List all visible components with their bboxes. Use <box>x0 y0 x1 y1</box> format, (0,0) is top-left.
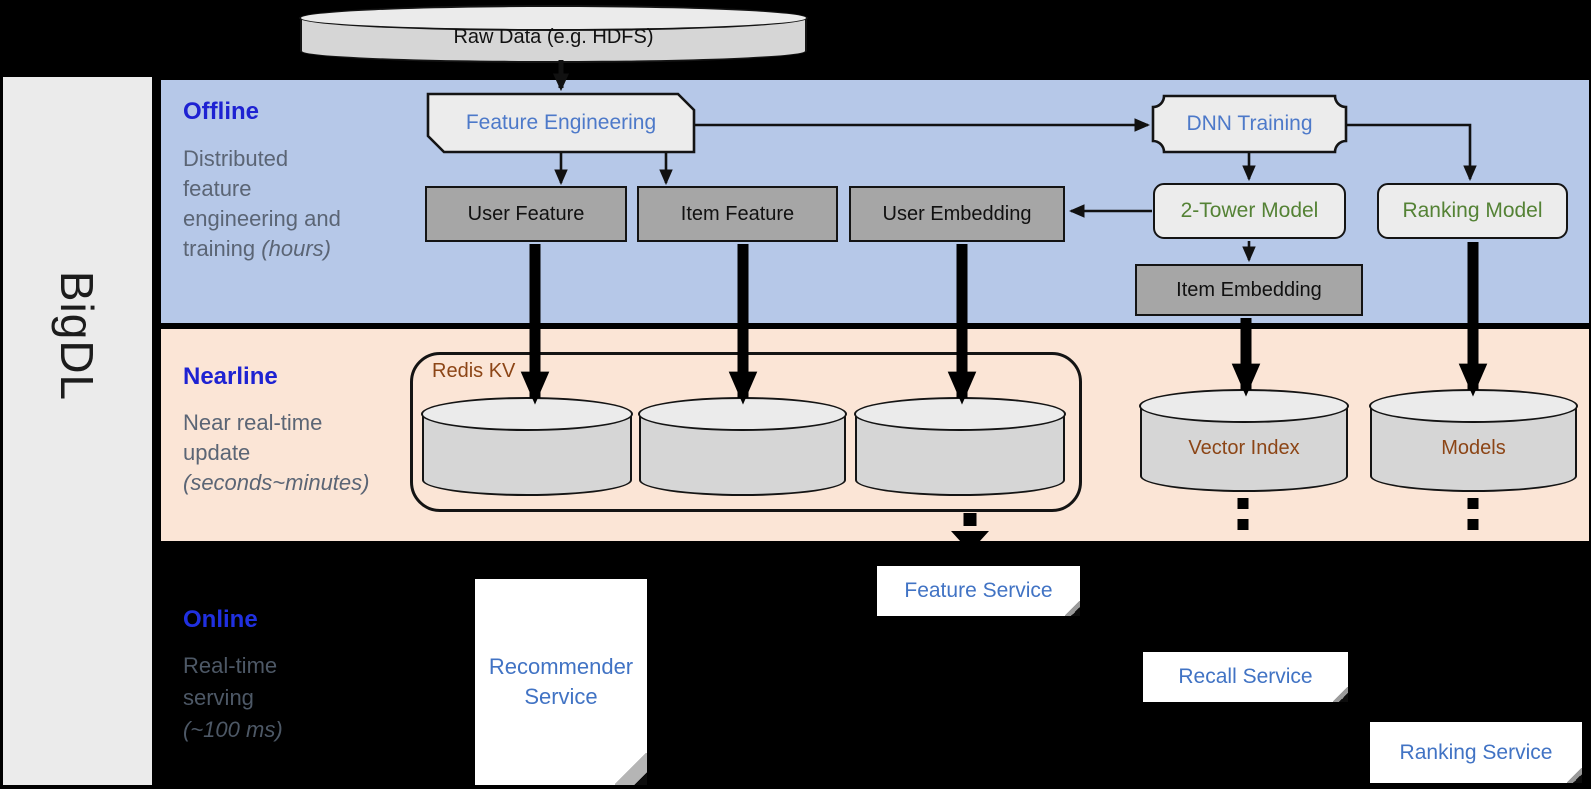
user-embedding-node: User Embedding <box>849 186 1065 242</box>
item-embedding-node: Item Embedding <box>1135 264 1363 316</box>
recommender-service-node: Recommender Service <box>475 579 647 785</box>
redis-cylinder-1 <box>421 397 633 496</box>
redis-kv-label: Redis KV <box>432 360 516 382</box>
models-store: Models <box>1369 389 1578 492</box>
feature-engineering-label: Feature Engineering <box>465 111 657 134</box>
recall-service-node: Recall Service <box>1143 652 1348 702</box>
dnn-training-label: DNN Training <box>1186 112 1313 135</box>
raw-data-label: Raw Data (e.g. HDFS) <box>453 26 654 48</box>
redis-cylinder-3 <box>854 397 1066 496</box>
offline-title: Offline <box>183 98 259 125</box>
online-title: Online <box>183 606 258 633</box>
user-feature-node: User Feature <box>425 186 627 242</box>
raw-data-store: Raw Data (e.g. HDFS) <box>299 5 808 63</box>
two-tower-model-node: 2-Tower Model <box>1153 183 1346 239</box>
nearline-title: Nearline <box>183 363 278 390</box>
ranking-service-node: Ranking Service <box>1370 722 1582 783</box>
offline-description: Distributed feature engineering and trai… <box>183 146 341 261</box>
online-description: Real-time serving (~100 ms) <box>183 653 283 742</box>
redis-cylinder-2 <box>638 397 847 496</box>
item-feature-node: Item Feature <box>637 186 838 242</box>
bigdl-label: BigDL <box>51 270 104 402</box>
feature-service-node: Feature Service <box>877 566 1080 616</box>
nearline-description: Near real-time update (seconds~minutes) <box>183 410 370 495</box>
bigdl-sidebar: BigDL <box>3 77 152 785</box>
ranking-model-node: Ranking Model <box>1377 183 1568 239</box>
vector-index-store: Vector Index <box>1139 389 1349 492</box>
